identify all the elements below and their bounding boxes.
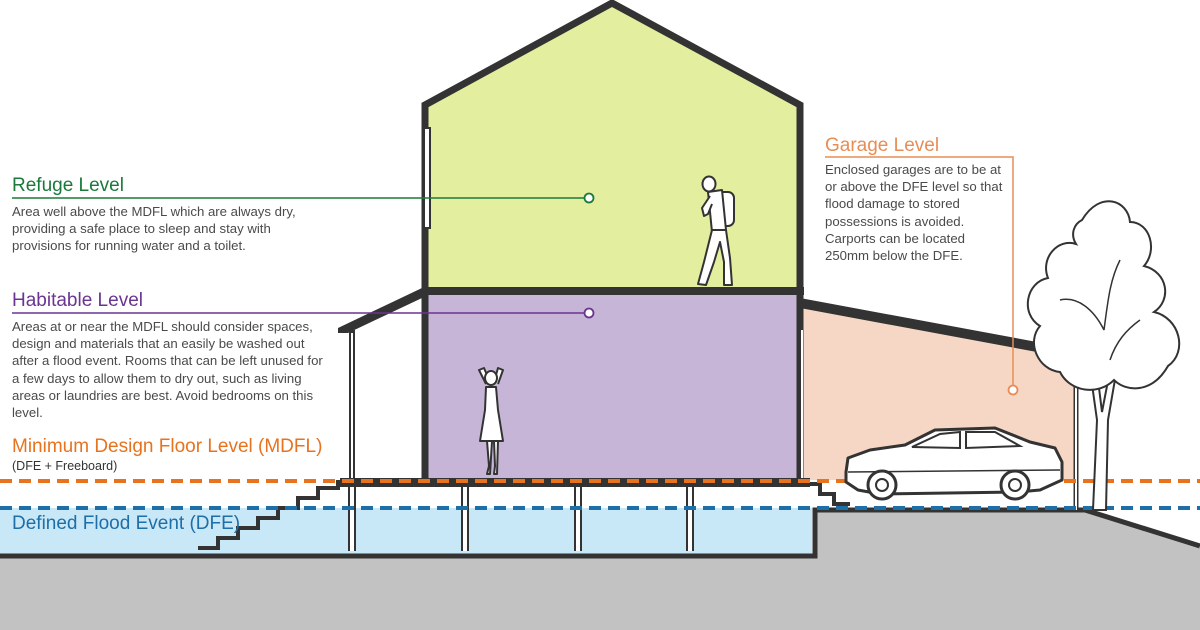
standing-person-figure bbox=[478, 367, 504, 475]
habitable-level-description: Areas at or near the MDFL should conside… bbox=[12, 319, 323, 421]
garage-roof bbox=[800, 298, 1080, 360]
habitable-level-title: Habitable Level bbox=[12, 290, 143, 311]
flood-water bbox=[0, 508, 812, 558]
habitable-marker bbox=[583, 307, 595, 319]
refuge-level-description: Area well above the MDFL which are alway… bbox=[12, 204, 296, 254]
left-stairs bbox=[198, 480, 340, 550]
house-roof-outline bbox=[421, 0, 804, 478]
mdfl-title: Minimum Design Floor Level (MDFL) bbox=[12, 436, 323, 457]
mdfl-subtitle: (DFE + Freeboard) bbox=[12, 459, 118, 473]
car bbox=[844, 426, 1064, 501]
garage-leader-line bbox=[825, 156, 1014, 385]
garage-level-title: Garage Level bbox=[825, 135, 940, 156]
refuge-level-title: Refuge Level bbox=[12, 175, 124, 196]
ground-outline bbox=[0, 507, 1200, 559]
walking-person-figure bbox=[697, 175, 735, 286]
left-awning bbox=[338, 288, 422, 333]
garage-level-description: Enclosed garages are to be at or above t… bbox=[825, 162, 1003, 264]
window bbox=[423, 127, 431, 229]
dfe-title: Defined Flood Event (DFE) bbox=[12, 513, 241, 534]
ground bbox=[0, 512, 1200, 630]
stilts bbox=[348, 487, 694, 551]
right-stairs bbox=[808, 482, 850, 506]
refuge-marker bbox=[583, 192, 595, 204]
garage-marker bbox=[1007, 384, 1019, 396]
refuge-floor-zone bbox=[425, 3, 800, 290]
habitable-floor-zone bbox=[425, 290, 800, 478]
tree bbox=[1026, 200, 1181, 511]
